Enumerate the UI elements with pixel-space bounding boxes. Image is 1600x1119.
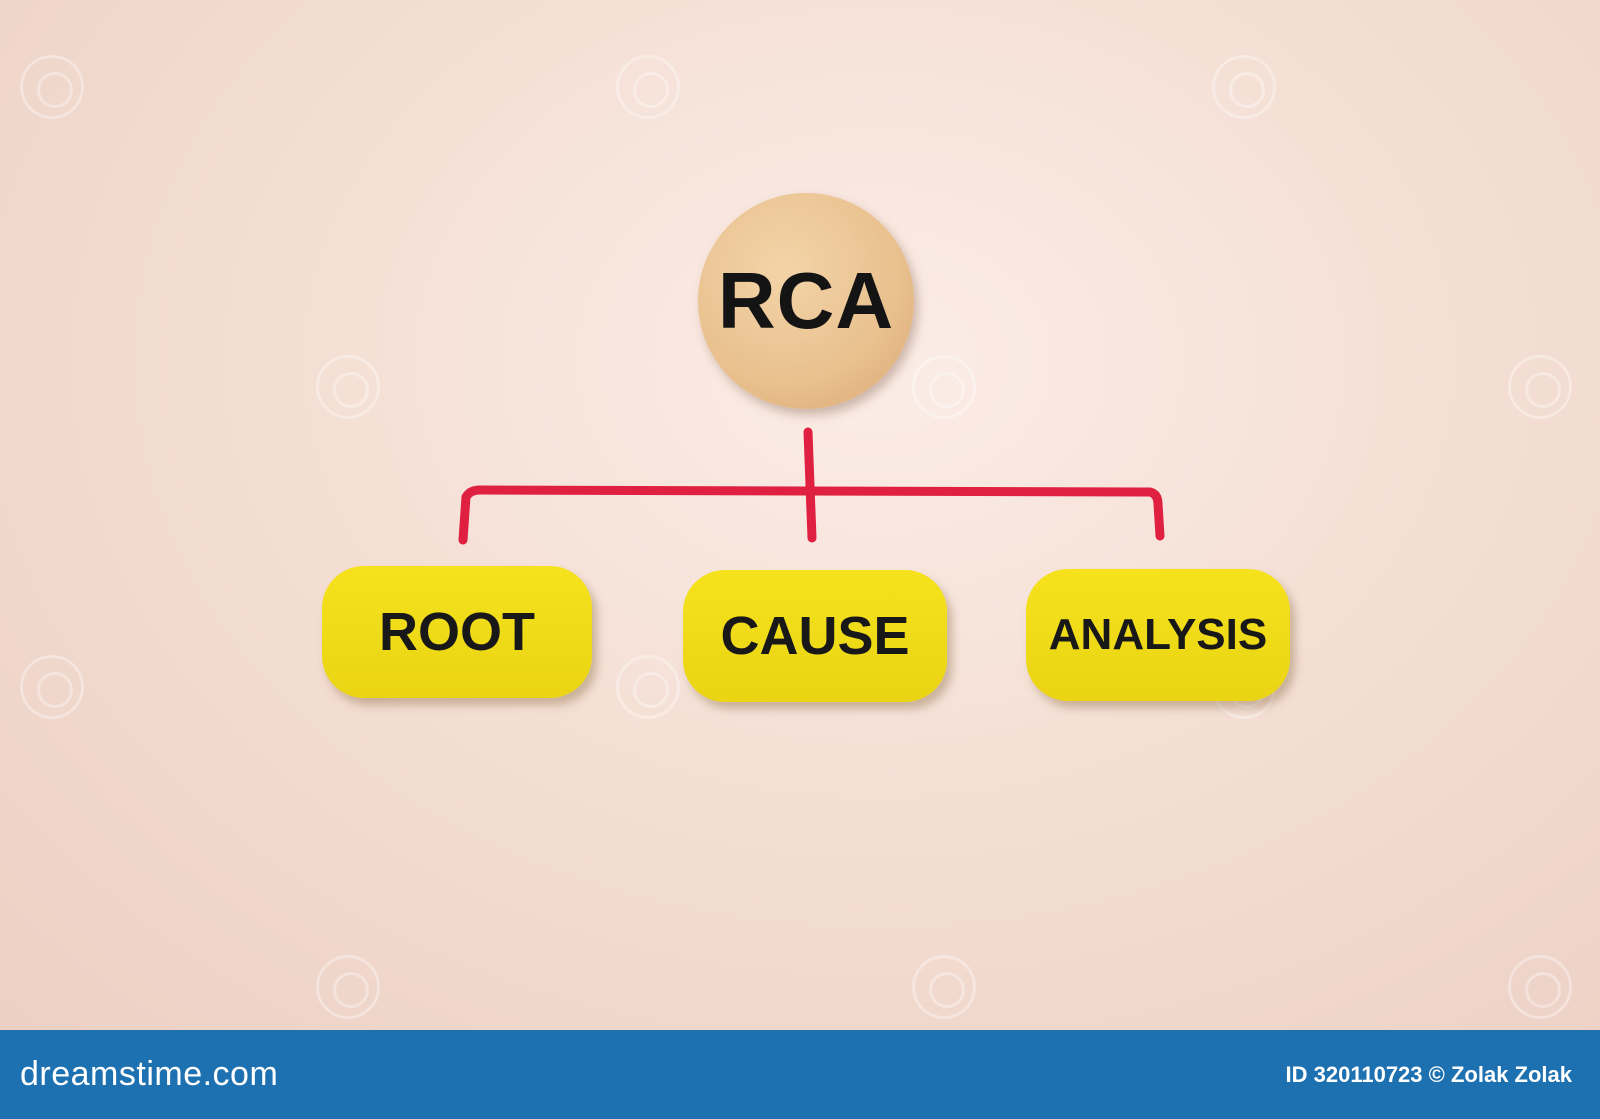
- child-node-label: ROOT: [379, 602, 535, 662]
- child-node-label: ANALYSIS: [1048, 610, 1268, 659]
- child-node-cause: CAUSE: [683, 570, 947, 702]
- watermark-spiral-icon: [616, 655, 680, 719]
- watermark-spiral-icon: [316, 355, 380, 419]
- watermark-spiral-icon: [1212, 55, 1276, 119]
- watermark-spiral-icon: [912, 955, 976, 1019]
- footer-bar: dreamstime.com ID 320110723 © Zolak Zola…: [0, 1030, 1600, 1119]
- child-node-root: ROOT: [322, 566, 592, 698]
- watermark-spiral-icon: [20, 55, 84, 119]
- rca-root-node: RCA: [698, 193, 914, 409]
- connector-stem: [803, 427, 817, 543]
- watermark-spiral-icon: [912, 355, 976, 419]
- watermark-spiral-icon: [1508, 355, 1572, 419]
- child-node-analysis: ANALYSIS: [1026, 569, 1290, 701]
- watermark-spiral-icon: [20, 655, 84, 719]
- child-node-label: CAUSE: [720, 606, 910, 666]
- watermark-spiral-icon: [1508, 955, 1572, 1019]
- watermark-spiral-icon: [316, 955, 380, 1019]
- connector-horizontal: [458, 485, 1165, 545]
- brand-logo-text: dreamstime.com: [20, 1055, 279, 1093]
- photo-background: RCA ROOT CAUSE ANALYSIS: [0, 0, 1600, 1030]
- connector-lines: [458, 427, 1165, 545]
- image-credit: ID 320110723 © Zolak Zolak: [1285, 1061, 1572, 1087]
- rca-root-label: RCA: [717, 256, 895, 345]
- watermark-spiral-icon: [616, 55, 680, 119]
